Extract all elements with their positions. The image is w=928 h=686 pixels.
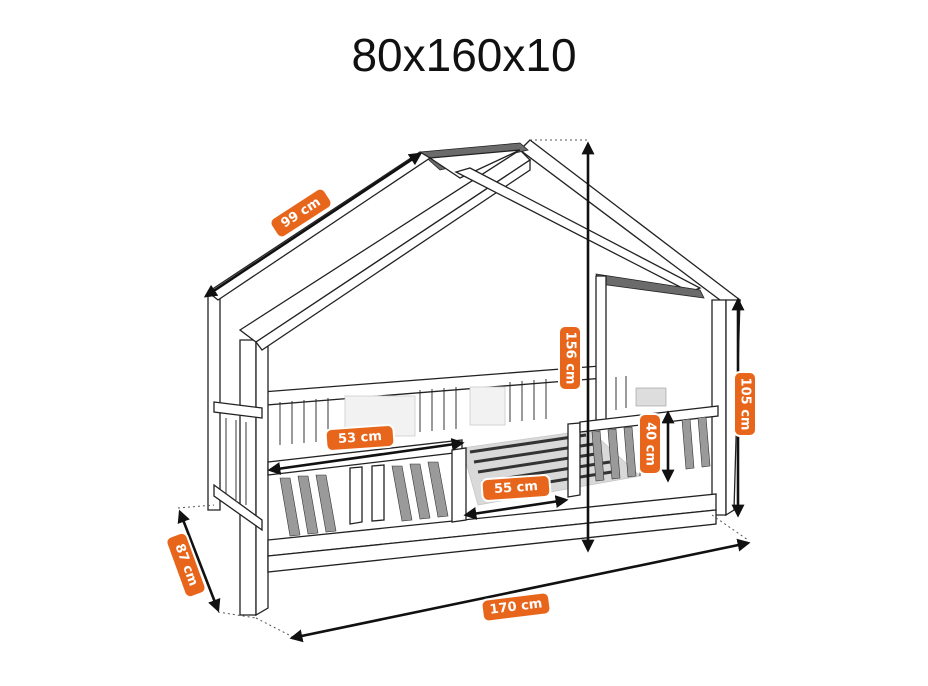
badge-rail-height: 40 cm [638,413,662,475]
badge-front-opening: 53 cm [324,424,396,452]
label-length: 170 cm [489,596,543,617]
label-side-height: 105 cm [738,378,753,431]
arrow-front-opening [267,438,465,475]
badge-total-height: 156 cm [558,325,582,391]
extension-lines [177,139,749,639]
product-size-title: 80x160x10 [351,29,577,81]
arrow-mattress-gap [463,495,569,520]
badge-roof-slope: 99 cm [269,187,333,239]
badge-side-height: 105 cm [733,371,757,437]
label-total-height: 156 cm [563,332,578,385]
arrow-roof-slope [203,152,423,298]
dimension-arrows [177,141,751,643]
arrow-width [177,509,221,613]
label-front-opening: 53 cm [338,429,383,447]
badge-mattress-gap: 55 cm [480,474,552,502]
label-rail-height: 40 cm [643,422,658,466]
arrow-length [289,538,751,643]
badge-length: 170 cm [480,591,552,623]
label-mattress-gap: 55 cm [494,479,539,497]
